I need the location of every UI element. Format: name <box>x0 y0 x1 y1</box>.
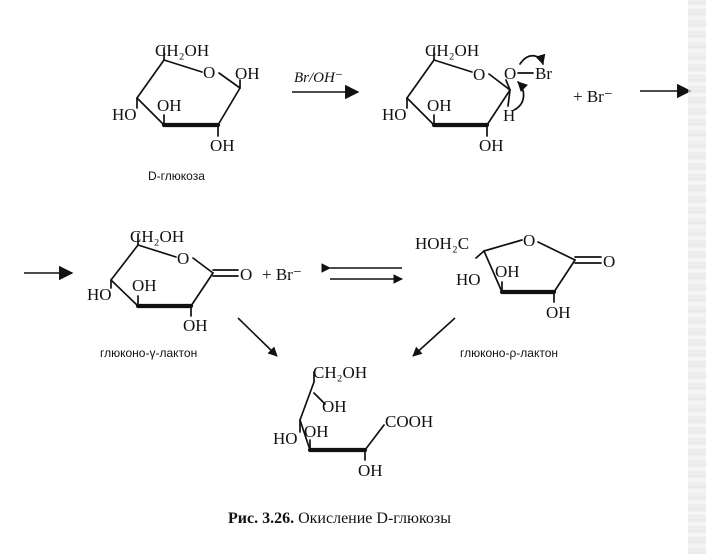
d-glucose-structure: CH₂OH O OH HO OH OH D-глюкоза <box>112 41 260 183</box>
figure-caption-label: Рис. 3.26. <box>228 510 294 527</box>
rho-lactone-c3-oh: OH <box>495 262 520 281</box>
scan-page-edge <box>688 0 706 554</box>
intermediate-ring-oxygen: O <box>473 65 485 84</box>
hypobromite-intermediate-structure: CH₂OH O O Br H HO OH OH + Br⁻ <box>382 41 613 155</box>
hydrolysis-arrow-rho <box>412 317 456 357</box>
reagent-label: Br/OH⁻ <box>294 70 343 86</box>
glucose-c3-oh: OH <box>157 96 182 115</box>
gluconic-acid-structure: CH₂OH OH HO OH COOH OH <box>273 363 433 480</box>
gamma-lactone-name: глюконо-γ-лактон <box>100 346 197 360</box>
gluconic-acid-c4-ho: HO <box>273 429 298 448</box>
gluconic-acid-c3-oh: OH <box>304 422 329 441</box>
rho-lactone-carbonyl-oxygen: O <box>603 252 615 271</box>
glucono-gamma-lactone-structure: CH₂OH O O HO OH OH + Br⁻ глюконо-γ-лакто… <box>87 227 302 360</box>
glucose-ring-oxygen: O <box>203 63 215 82</box>
gamma-lactone-ring-oxygen: O <box>177 249 189 268</box>
gamma-lactone-c3-oh: OH <box>132 276 157 295</box>
intermediate-bromine: Br <box>535 64 552 83</box>
intermediate-ch2oh-label: CH₂OH <box>425 41 479 60</box>
glucose-name: D-глюкоза <box>148 169 205 183</box>
glucose-anomeric-oh: OH <box>235 64 260 83</box>
intermediate-c3-oh: OH <box>427 96 452 115</box>
rho-lactone-hoh2c-label: HOH₂C <box>415 234 469 253</box>
glucose-ch2oh-label: CH₂OH <box>155 41 209 60</box>
gluconic-acid-cooh: COOH <box>385 412 433 431</box>
intermediate-hypobromite-oxygen: O <box>504 64 516 83</box>
rho-lactone-ring-oxygen: O <box>523 231 535 250</box>
rho-lactone-c2-oh: OH <box>546 303 571 322</box>
rho-lactone-ho: HO <box>456 270 481 289</box>
glucose-c2-oh: OH <box>210 136 235 155</box>
intermediate-c4-ho: HO <box>382 105 407 124</box>
hydrolysis-arrow-gamma <box>237 317 278 357</box>
intermediate-c2-oh: OH <box>479 136 504 155</box>
gluconic-acid-c2-oh: OH <box>358 461 383 480</box>
gamma-lactone-ch2oh-label: CH₂OH <box>130 227 184 246</box>
gamma-lactone-c4-ho: HO <box>87 285 112 304</box>
equilibrium-arrows <box>321 263 403 284</box>
rho-lactone-name: глюконо-ρ-лактон <box>460 346 558 360</box>
gluconic-acid-ch2oh-label: CH₂OH <box>313 363 367 382</box>
glucose-c4-ho: HO <box>112 105 137 124</box>
figure-caption-text: Окисление D-глюкозы <box>294 510 451 527</box>
glucono-rho-lactone-structure: HOH₂C O O HO OH OH глюконо-ρ-лактон <box>415 231 615 360</box>
oxidation-arrow: Br/OH⁻ <box>292 70 360 100</box>
gluconic-acid-c5-oh: OH <box>322 397 347 416</box>
figure-caption: Рис. 3.26. Окисление D-глюкозы <box>228 510 451 527</box>
gamma-lactone-c2-oh: OH <box>183 316 208 335</box>
intermediate-bromide-plus: + Br⁻ <box>573 87 613 106</box>
gamma-lactone-bromide-plus: + Br⁻ <box>262 265 302 284</box>
gamma-lactone-carbonyl-oxygen: O <box>240 265 252 284</box>
intermediate-anomeric-h: H <box>503 106 515 125</box>
